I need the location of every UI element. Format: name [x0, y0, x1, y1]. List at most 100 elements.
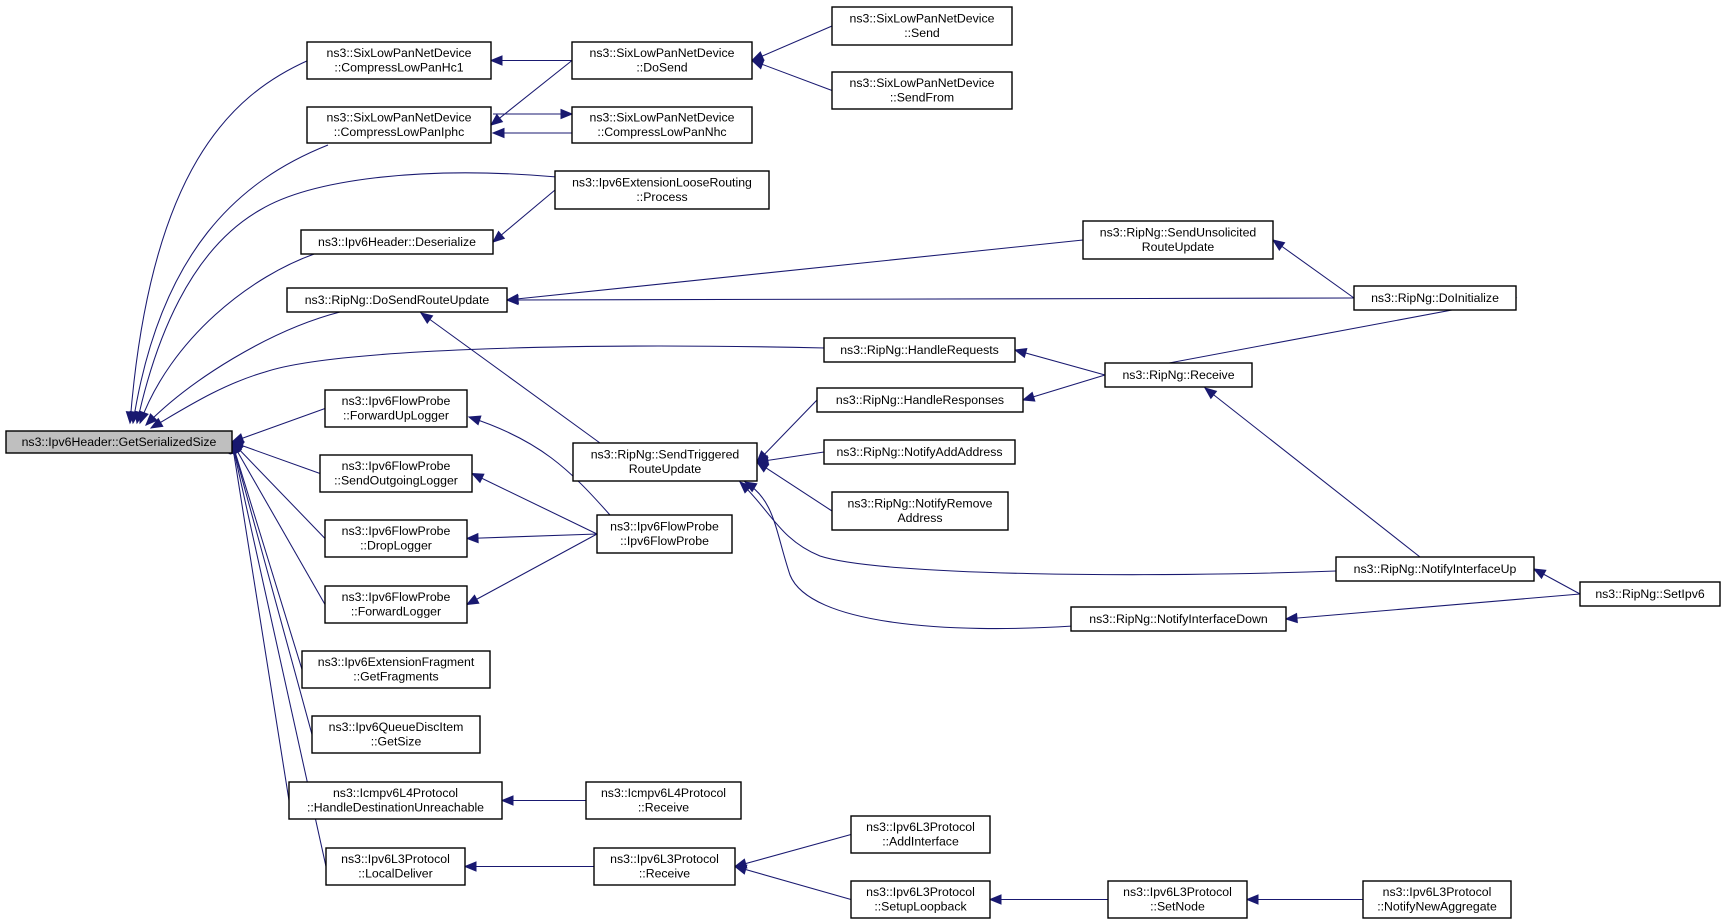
edge-dosend-to-iphc — [489, 60, 573, 126]
node-box — [816, 387, 1024, 413]
node-box — [300, 229, 494, 255]
node-handleresp[interactable]: ns3::RipNg::HandleResponses — [816, 387, 1024, 413]
node-label: ns3::RipNg::NotifyAddAddress — [836, 445, 1002, 459]
node-label: ::CompressLowPanIphc — [334, 125, 465, 139]
edge-probe-to-drop — [465, 532, 598, 544]
edge-handleresp-to-sendtrig — [756, 399, 818, 463]
node-label: ns3::Ipv6L3Protocol — [1383, 885, 1492, 899]
node-label: ns3::Icmpv6L4Protocol — [333, 786, 458, 800]
node-label: ::GetSize — [371, 735, 422, 749]
edge-arrowhead — [739, 481, 752, 494]
node-box — [286, 287, 508, 313]
node-deser[interactable]: ns3::Ipv6Header::Deserialize — [300, 229, 494, 255]
edge-arrowhead — [1245, 894, 1259, 905]
node-box — [831, 71, 1013, 110]
node-box — [324, 389, 468, 428]
node-nhc[interactable]: ns3::SixLowPanNetDevice::CompressLowPanN… — [571, 106, 753, 144]
node-iphc[interactable]: ns3::SixLowPanNetDevice::CompressLowPanI… — [306, 106, 492, 144]
node-label: ::Process — [636, 190, 687, 204]
edge-line — [492, 189, 556, 243]
node-label: ::SendFrom — [890, 91, 954, 105]
node-label: ::Send — [904, 26, 940, 40]
node-send[interactable]: ns3::SixLowPanNetDevice::Send — [831, 6, 1013, 46]
node-nna[interactable]: ns3::Ipv6L3Protocol::NotifyNewAggregate — [1362, 880, 1512, 919]
node-label: ns3::RipNg::NotifyInterfaceDown — [1089, 612, 1268, 626]
node-label: ns3::SixLowPanNetDevice — [850, 12, 995, 26]
node-handlereq[interactable]: ns3::RipNg::HandleRequests — [823, 337, 1016, 363]
edge-arrowhead — [1021, 391, 1036, 402]
node-box — [571, 41, 753, 80]
node-label: ns3::RipNg::DoSendRouteUpdate — [305, 293, 490, 307]
edge-dosend-to-hc1 — [489, 55, 572, 66]
node-addif[interactable]: ns3::Ipv6L3Protocol::AddInterface — [850, 815, 991, 854]
node-qdisc[interactable]: ns3::Ipv6QueueDiscItem::GetSize — [311, 715, 481, 754]
edge-nifup-to-sendtrig — [739, 481, 1337, 576]
edge-arrowhead — [733, 864, 748, 875]
node-nifup[interactable]: ns3::RipNg::NotifyInterfaceUp — [1335, 556, 1535, 582]
node-label: ::SetNode — [1150, 900, 1205, 914]
edge-line — [506, 239, 1084, 301]
node-hdu[interactable]: ns3::Icmpv6L4Protocol::HandleDestination… — [288, 781, 503, 820]
node-dosend[interactable]: ns3::SixLowPanNetDevice::DoSend — [571, 41, 753, 80]
node-root[interactable]: ns3::Ipv6Header::GetSerializedSize — [5, 430, 233, 454]
node-notifyadd[interactable]: ns3::RipNg::NotifyAddAddress — [823, 439, 1016, 465]
edge-line — [734, 865, 852, 901]
edge-arrowhead — [1013, 348, 1028, 359]
edge-arrowhead — [750, 59, 765, 70]
edge-line — [468, 416, 611, 516]
node-fwd[interactable]: ns3::Ipv6FlowProbe::ForwardLogger — [324, 585, 468, 624]
node-probe[interactable]: ns3::Ipv6FlowProbe::Ipv6FlowProbe — [596, 514, 733, 554]
node-label: ns3::RipNg::HandleRequests — [840, 343, 999, 357]
node-looseproc[interactable]: ns3::Ipv6ExtensionLooseRouting::Process — [554, 170, 770, 210]
edge-doinit-to-dosendru — [505, 294, 1355, 306]
node-recv[interactable]: ns3::RipNg::Receive — [1104, 362, 1253, 388]
edge-line — [231, 441, 303, 670]
node-box — [1335, 556, 1535, 582]
node-label: ::AddInterface — [882, 835, 959, 849]
node-setuplb[interactable]: ns3::Ipv6L3Protocol::SetupLoopback — [850, 880, 991, 919]
node-label: RouteUpdate — [629, 462, 702, 476]
edge-line — [751, 25, 833, 61]
edge-line — [231, 441, 326, 539]
node-box — [301, 650, 491, 689]
node-l3recv[interactable]: ns3::Ipv6L3Protocol::Receive — [593, 847, 736, 886]
edge-line — [231, 441, 313, 735]
edge-probe-to-sendout — [470, 472, 598, 535]
node-label: ::Receive — [638, 801, 689, 815]
edge-line — [1014, 349, 1106, 376]
node-box — [823, 439, 1016, 465]
node-doinit[interactable]: ns3::RipNg::DoInitialize — [1353, 285, 1517, 311]
node-sendout[interactable]: ns3::Ipv6FlowProbe::SendOutgoingLogger — [319, 454, 473, 493]
edge-deser-to-root — [138, 251, 321, 425]
node-label: ns3::Ipv6QueueDiscItem — [329, 720, 464, 734]
edge-arrowhead — [465, 594, 480, 606]
call-nodes: ns3::Ipv6Header::GetSerializedSize ns3::S… — [5, 6, 1721, 919]
node-sendfrom[interactable]: ns3::SixLowPanNetDevice::SendFrom — [831, 71, 1013, 110]
node-getfrag[interactable]: ns3::Ipv6ExtensionFragment::GetFragments — [301, 650, 491, 689]
node-label: ns3::Ipv6L3Protocol — [866, 820, 975, 834]
edge-sendtrig-to-dosendru — [419, 312, 601, 444]
node-drop[interactable]: ns3::Ipv6FlowProbe::DropLogger — [324, 519, 468, 558]
node-hc1[interactable]: ns3::SixLowPanNetDevice::CompressLowPanH… — [306, 41, 492, 80]
node-setipv6[interactable]: ns3::RipNg::SetIpv6 — [1579, 581, 1721, 607]
node-icmprecv[interactable]: ns3::Icmpv6L4Protocol::Receive — [585, 781, 742, 820]
edge-send-to-dosend — [750, 25, 833, 62]
node-box — [288, 781, 503, 820]
node-label: ns3::SixLowPanNetDevice — [327, 111, 472, 125]
node-setnode[interactable]: ns3::Ipv6L3Protocol::SetNode — [1107, 880, 1248, 919]
edge-line — [744, 481, 1074, 630]
edge-nhc-to-iphc — [491, 127, 572, 139]
node-localdel[interactable]: ns3::Ipv6L3Protocol::LocalDeliver — [325, 847, 466, 886]
node-label: ::SetupLoopback — [874, 900, 967, 914]
edge-icmprecv-to-hdu — [500, 795, 586, 806]
edge-line — [136, 172, 558, 424]
node-nifdown[interactable]: ns3::RipNg::NotifyInterfaceDown — [1070, 606, 1287, 632]
node-label: ns3::Ipv6L3Protocol — [866, 885, 975, 899]
node-fwdup[interactable]: ns3::Ipv6FlowProbe::ForwardUpLogger — [324, 389, 468, 428]
node-label: ns3::Icmpv6L4Protocol — [601, 786, 726, 800]
node-label: ns3::RipNg::HandleResponses — [836, 393, 1004, 407]
node-dosendru[interactable]: ns3::RipNg::DoSendRouteUpdate — [286, 287, 508, 313]
